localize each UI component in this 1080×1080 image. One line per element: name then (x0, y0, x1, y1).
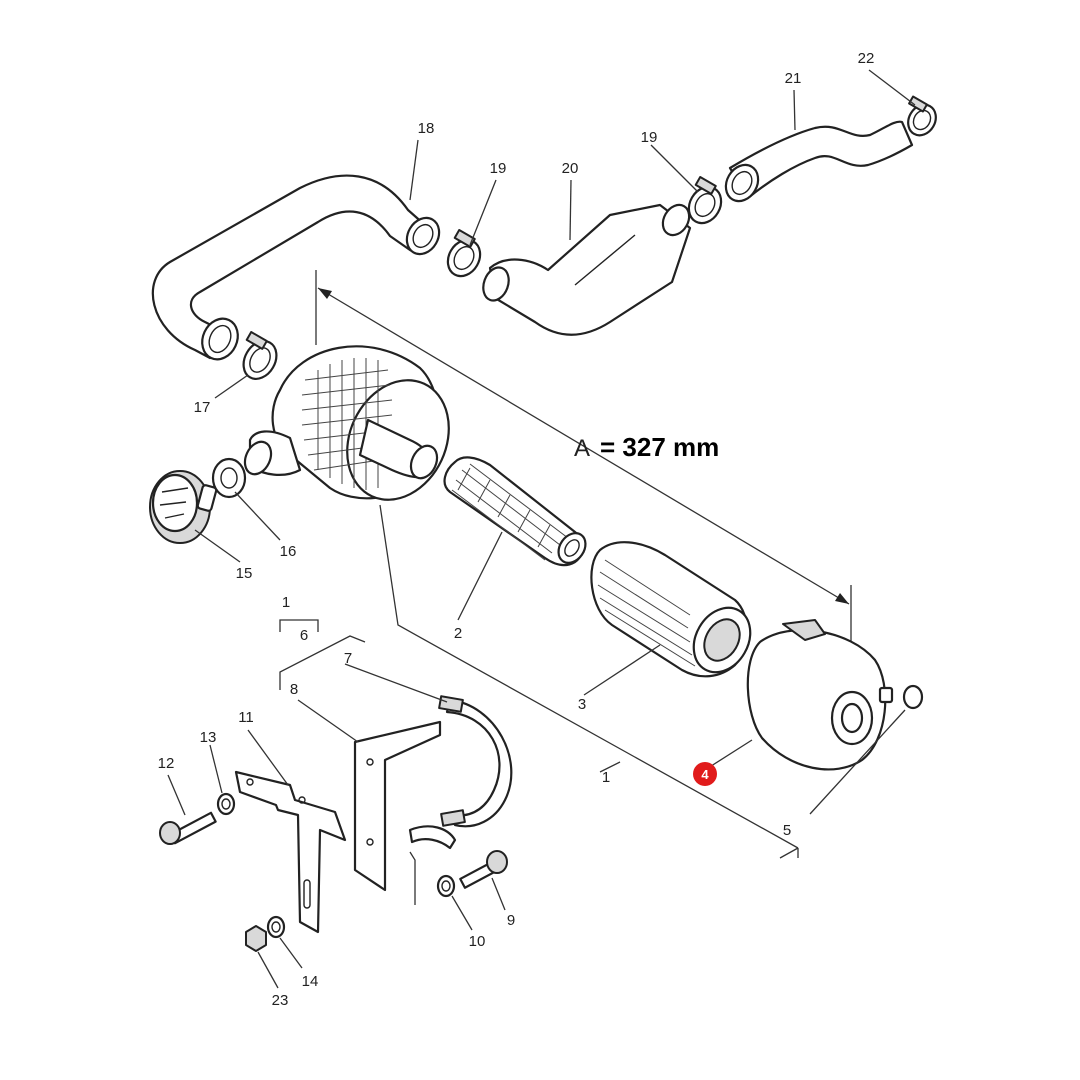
nut-23 (245, 925, 267, 952)
washer-13 (216, 792, 236, 816)
dimension-a: A = 327 mm (315, 270, 852, 690)
highlight-badge-circle (693, 762, 717, 786)
callout-16: 16 (280, 543, 297, 560)
dimension-value: = 327 mm (600, 432, 719, 462)
callout-1-bottom: 1 (602, 769, 610, 786)
leader-lines (167, 69, 916, 989)
callout-13: 13 (200, 729, 217, 746)
bolt-12 (159, 811, 217, 845)
callout-21: 21 (785, 70, 802, 87)
callout-5: 5 (783, 822, 791, 839)
filter-housing (243, 345, 450, 501)
callout-7: 7 (344, 650, 352, 667)
clamp-strap-7 (408, 695, 513, 850)
hose-clamp-22 (907, 95, 937, 137)
callout-labels: 1 1 2 3 5 6 7 8 9 10 11 12 13 14 15 16 1… (158, 50, 875, 1009)
callout-1-top: 1 (282, 594, 290, 611)
callout-14: 14 (302, 973, 319, 990)
intake-duct-20 (482, 203, 692, 336)
callout-3: 3 (578, 696, 586, 713)
callout-8: 8 (290, 681, 298, 698)
washer-16 (211, 457, 247, 499)
o-ring-5 (902, 684, 924, 710)
group-bracket-1-lower (379, 504, 799, 859)
callout-20: 20 (562, 160, 579, 177)
callout-18: 18 (418, 120, 435, 137)
group-bracket-6 (279, 619, 319, 632)
safety-filter-element-2 (443, 456, 587, 567)
callout-10: 10 (469, 933, 486, 950)
callout-11: 11 (238, 709, 254, 726)
hose-clamp-19-right (687, 176, 723, 225)
dimension-letter: A (574, 435, 590, 462)
filter-cover-4 (746, 619, 894, 771)
drain-cap-15 (149, 470, 218, 544)
callout-17: 17 (194, 399, 211, 416)
callout-2: 2 (454, 625, 462, 642)
hose-18 (151, 174, 441, 361)
bolt-9 (459, 850, 508, 889)
mounting-bracket-8 (353, 720, 442, 892)
highlight-badge-4: 4 (693, 762, 717, 786)
support-bracket-11 (234, 770, 347, 934)
washer-10 (436, 874, 456, 898)
hose-clamp-19-left (446, 229, 482, 278)
callout-9: 9 (507, 912, 515, 929)
washer-14 (266, 915, 286, 939)
callout-22: 22 (858, 50, 875, 67)
housing-mesh (301, 358, 393, 490)
callout-19-right: 19 (641, 129, 658, 146)
callout-23: 23 (272, 992, 289, 1009)
callout-6: 6 (300, 627, 308, 644)
callout-15: 15 (236, 565, 253, 582)
primary-filter-element-3 (590, 541, 752, 678)
hose-21 (724, 120, 914, 203)
callout-19-left: 19 (490, 160, 507, 177)
hose-clamp-17 (242, 331, 278, 380)
highlight-badge-label: 4 (701, 767, 709, 782)
callout-12: 12 (158, 755, 175, 772)
group-bracket-1-left (279, 635, 366, 690)
